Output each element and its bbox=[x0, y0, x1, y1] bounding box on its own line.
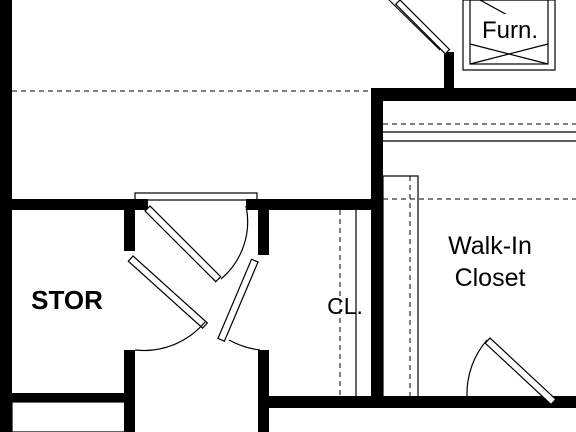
wall-walkin-top bbox=[371, 88, 576, 101]
stor-door-upper-leaf bbox=[144, 205, 222, 283]
wall-walkin-left bbox=[371, 88, 383, 408]
furnace-label-bg bbox=[474, 14, 546, 44]
stor-door-lower-swing bbox=[134, 321, 206, 352]
furnace-box-inner bbox=[469, 0, 549, 65]
doors bbox=[127, 0, 557, 406]
stor-door-upper-swing bbox=[220, 205, 249, 280]
furnace-x-2 bbox=[469, 43, 549, 65]
wall-left-outer bbox=[0, 0, 12, 432]
stor-door-header bbox=[134, 192, 258, 201]
wall-cl-left-lower bbox=[258, 350, 269, 432]
furnace-door-panel bbox=[394, 0, 451, 55]
closet-label: CL. bbox=[327, 293, 363, 319]
wall-stor-bottom bbox=[0, 393, 135, 402]
furnace-door-edge bbox=[388, 0, 441, 51]
furnace-box-outer bbox=[462, 0, 556, 71]
walk-in-label-line1: Walk-In bbox=[448, 232, 532, 260]
wall-cl-left-jamb bbox=[258, 199, 269, 255]
walkin-door-leaf bbox=[484, 337, 557, 406]
cl-door-swing bbox=[228, 339, 261, 351]
thin-lines bbox=[11, 90, 576, 432]
wall-stor-door-jamb-top bbox=[124, 199, 135, 251]
wall-stor-top bbox=[0, 199, 148, 210]
furnace-label: Furn. bbox=[482, 17, 538, 44]
stor-door-lower-leaf bbox=[127, 255, 209, 329]
stor-lower-outline bbox=[11, 401, 129, 432]
room-labels: STOR CL. Walk-In Closet Furn. bbox=[31, 14, 546, 319]
wall-stor-right-lower bbox=[124, 350, 135, 432]
wall-walkin-door-stop bbox=[550, 398, 568, 408]
wall-bottom bbox=[258, 396, 576, 408]
wall-cl-top bbox=[246, 199, 383, 210]
walkin-rod-shelf bbox=[382, 175, 419, 399]
walk-in-label-line2: Closet bbox=[455, 264, 526, 292]
cl-door-leaf bbox=[217, 258, 259, 342]
walkin-door-swing bbox=[466, 339, 488, 397]
wall-furnace-left bbox=[444, 52, 454, 98]
stor-label: STOR bbox=[31, 285, 103, 315]
